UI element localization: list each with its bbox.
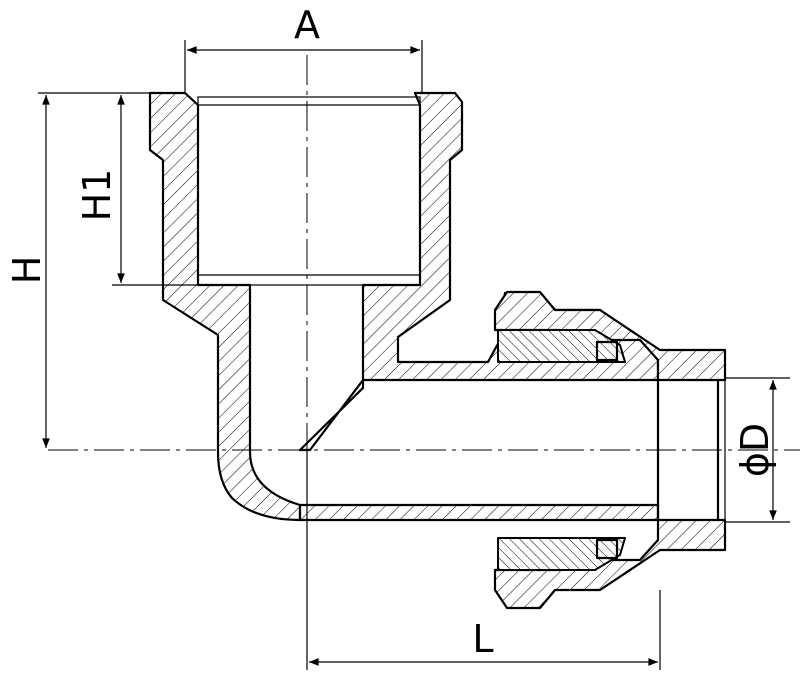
ring-upper-section — [497, 329, 626, 363]
dimension-h1: H1 — [75, 95, 198, 286]
body-left-wall — [148, 91, 302, 522]
ring-lower-section — [497, 537, 626, 571]
fitting-body-section — [148, 91, 660, 522]
dimension-h-label: H — [5, 256, 49, 285]
dimension-d-label: ϕD — [733, 423, 777, 477]
body-right-wall — [298, 91, 660, 452]
dimension-h: H — [5, 92, 150, 448]
ring-lower-cut — [595, 538, 619, 560]
ring-upper-cut — [595, 340, 619, 362]
dimension-l-label: L — [472, 617, 493, 661]
body-lower-wall — [298, 503, 660, 522]
socket-bore — [197, 96, 421, 286]
dimension-l: L — [306, 450, 661, 670]
dimension-a: A — [184, 3, 423, 93]
dimension-a-label: A — [294, 3, 320, 47]
dimension-d: ϕD — [725, 377, 790, 523]
dimension-h1-label: H1 — [75, 169, 119, 222]
